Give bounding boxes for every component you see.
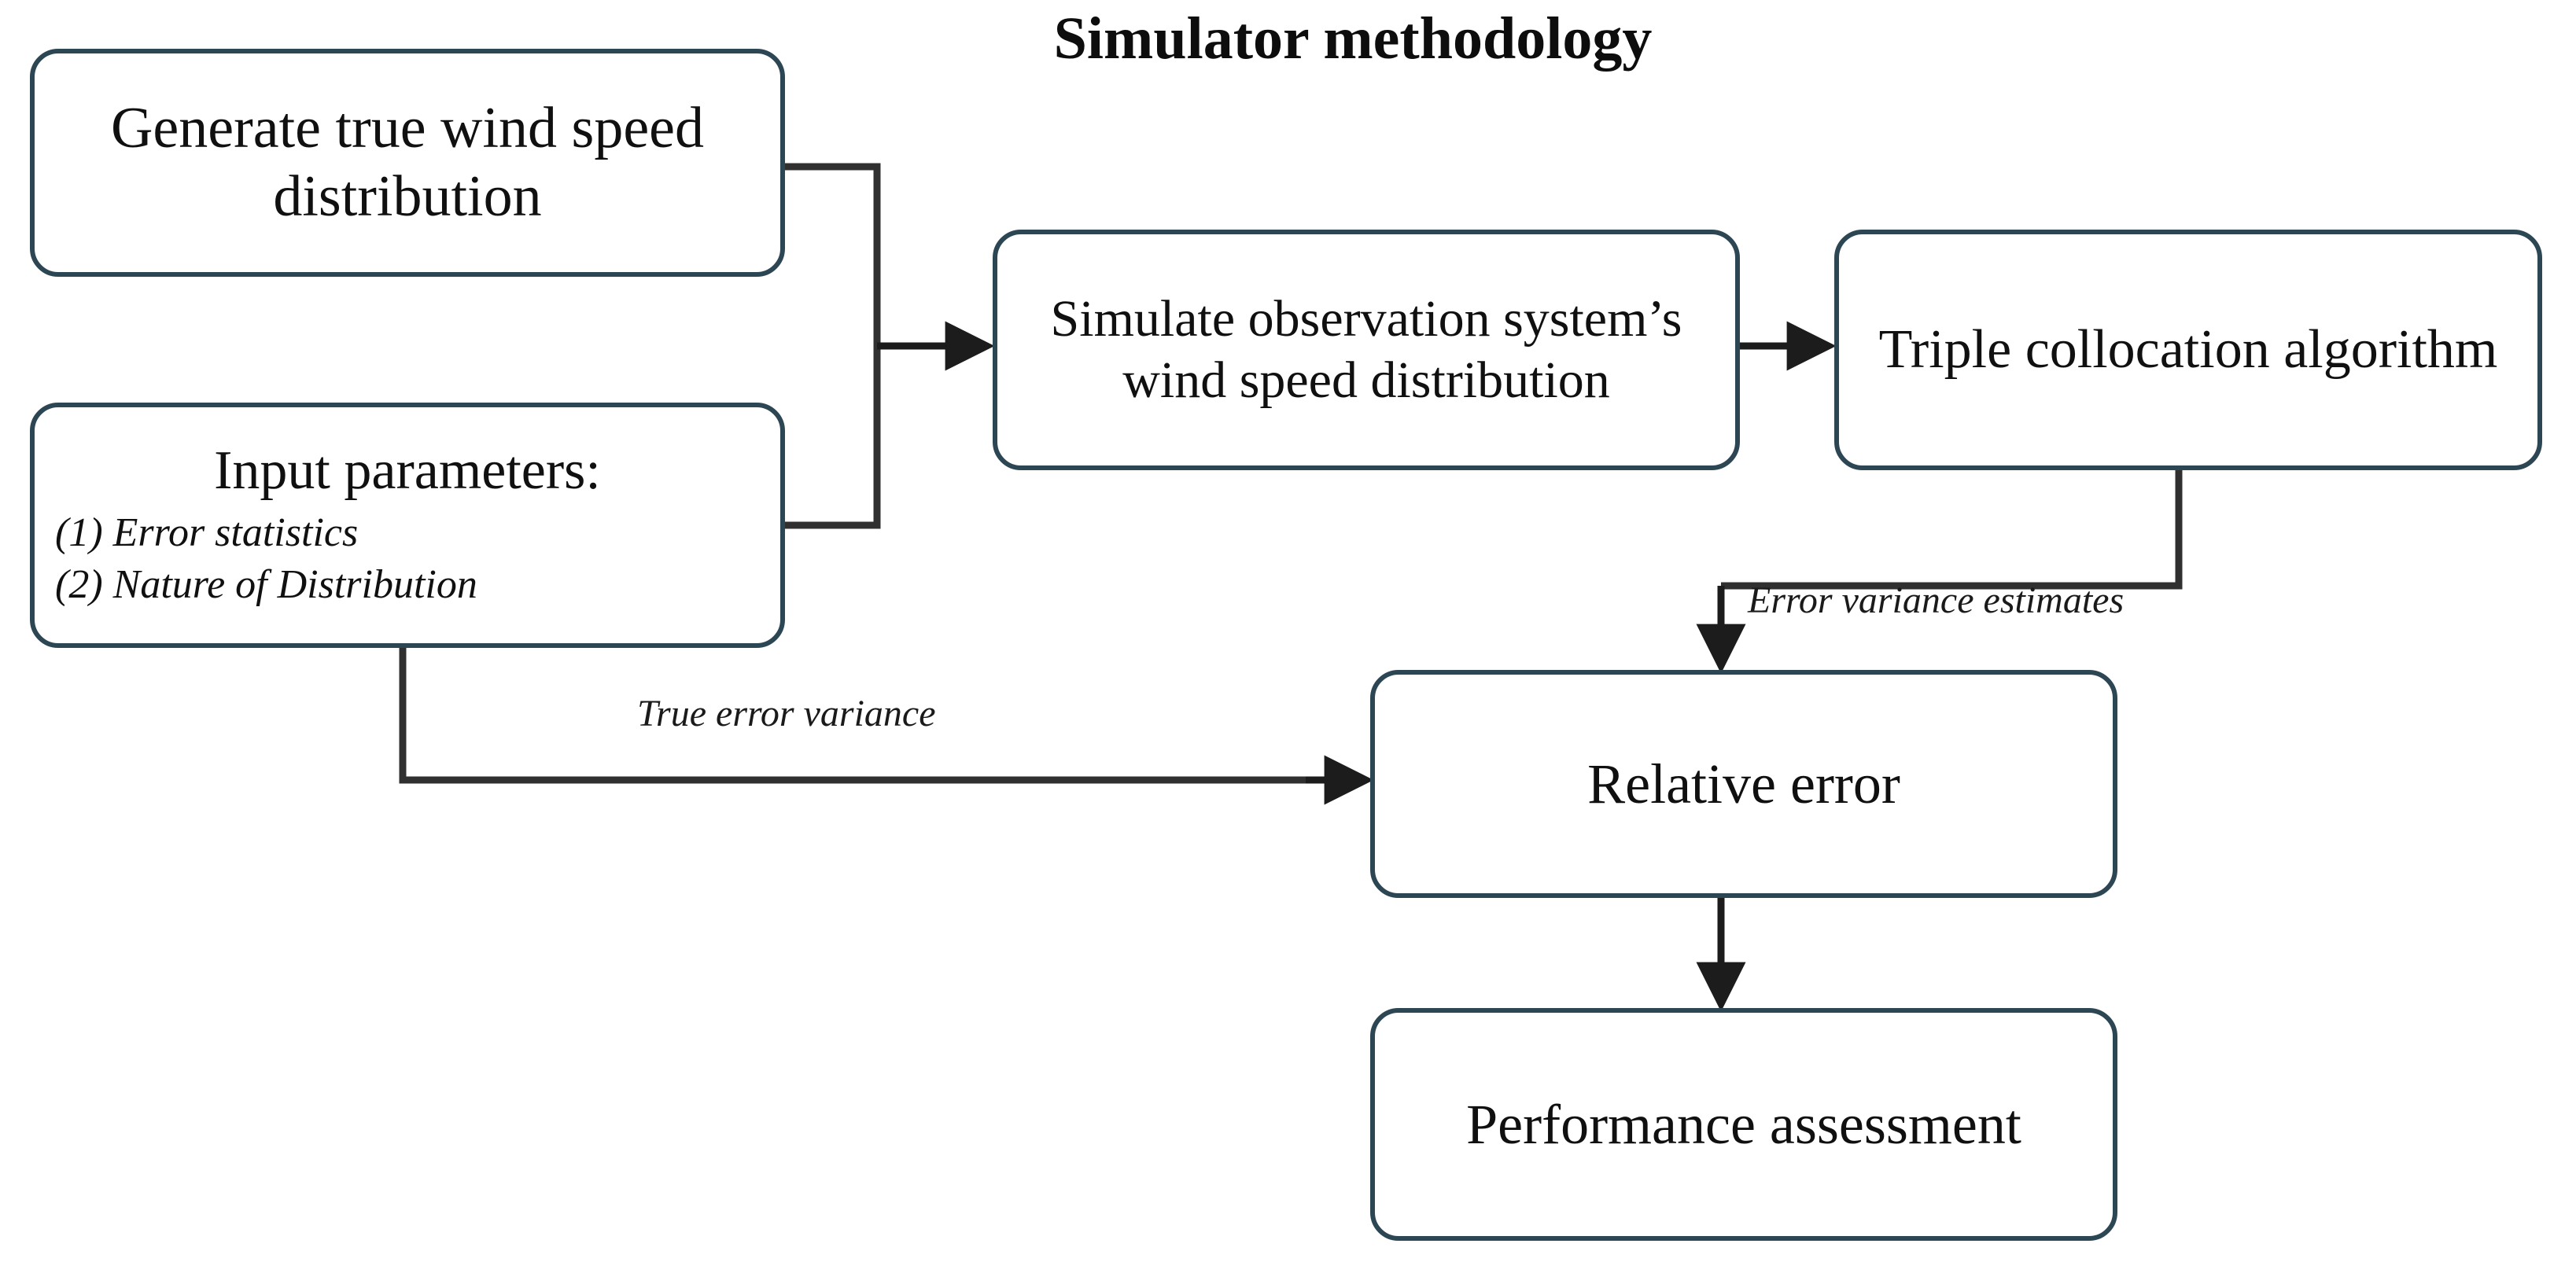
edge-label-error-variance-estimates: Error variance estimates (1748, 579, 2125, 621)
node-simulate-label: Simulate observation system’s wind speed… (1050, 290, 1682, 409)
node-performance-assessment-label: Performance assessment (1466, 1092, 2021, 1156)
edge-label-true-error-variance: True error variance (637, 693, 936, 734)
node-simulate-observation-system-wind-speed-distribution[interactable]: Simulate observation system’s wind speed… (993, 230, 1740, 470)
node-generate-true-wind-speed-distribution[interactable]: Generate true wind speed distribution (30, 49, 785, 277)
connector-input-to-bus (785, 346, 881, 529)
connector-input-to-relative (399, 648, 1354, 784)
page-title: Simulator methodology (1053, 6, 1653, 72)
node-relative-error-label: Relative error (1587, 752, 1900, 815)
input-parameter-item-1: (1) Error statistics (55, 510, 359, 555)
connector-generate-to-bus (785, 163, 881, 346)
node-triple-collocation-algorithm[interactable]: Triple collocation algorithm (1834, 230, 2542, 470)
node-relative-error[interactable]: Relative error (1370, 670, 2117, 898)
input-parameters-content: Input parameters: (1) Error statistics (… (35, 439, 780, 612)
node-triple-label: Triple collocation algorithm (1878, 318, 2498, 380)
connector-triple-to-relative (1721, 470, 2183, 590)
input-parameters-heading: Input parameters: (214, 440, 601, 502)
node-input-parameters[interactable]: Input parameters: (1) Error statistics (… (30, 403, 785, 648)
input-parameter-item-2: (2) Nature of Distribution (55, 562, 477, 608)
node-performance-assessment[interactable]: Performance assessment (1370, 1008, 2117, 1241)
node-generate-label: Generate true wind speed distribution (110, 95, 705, 229)
